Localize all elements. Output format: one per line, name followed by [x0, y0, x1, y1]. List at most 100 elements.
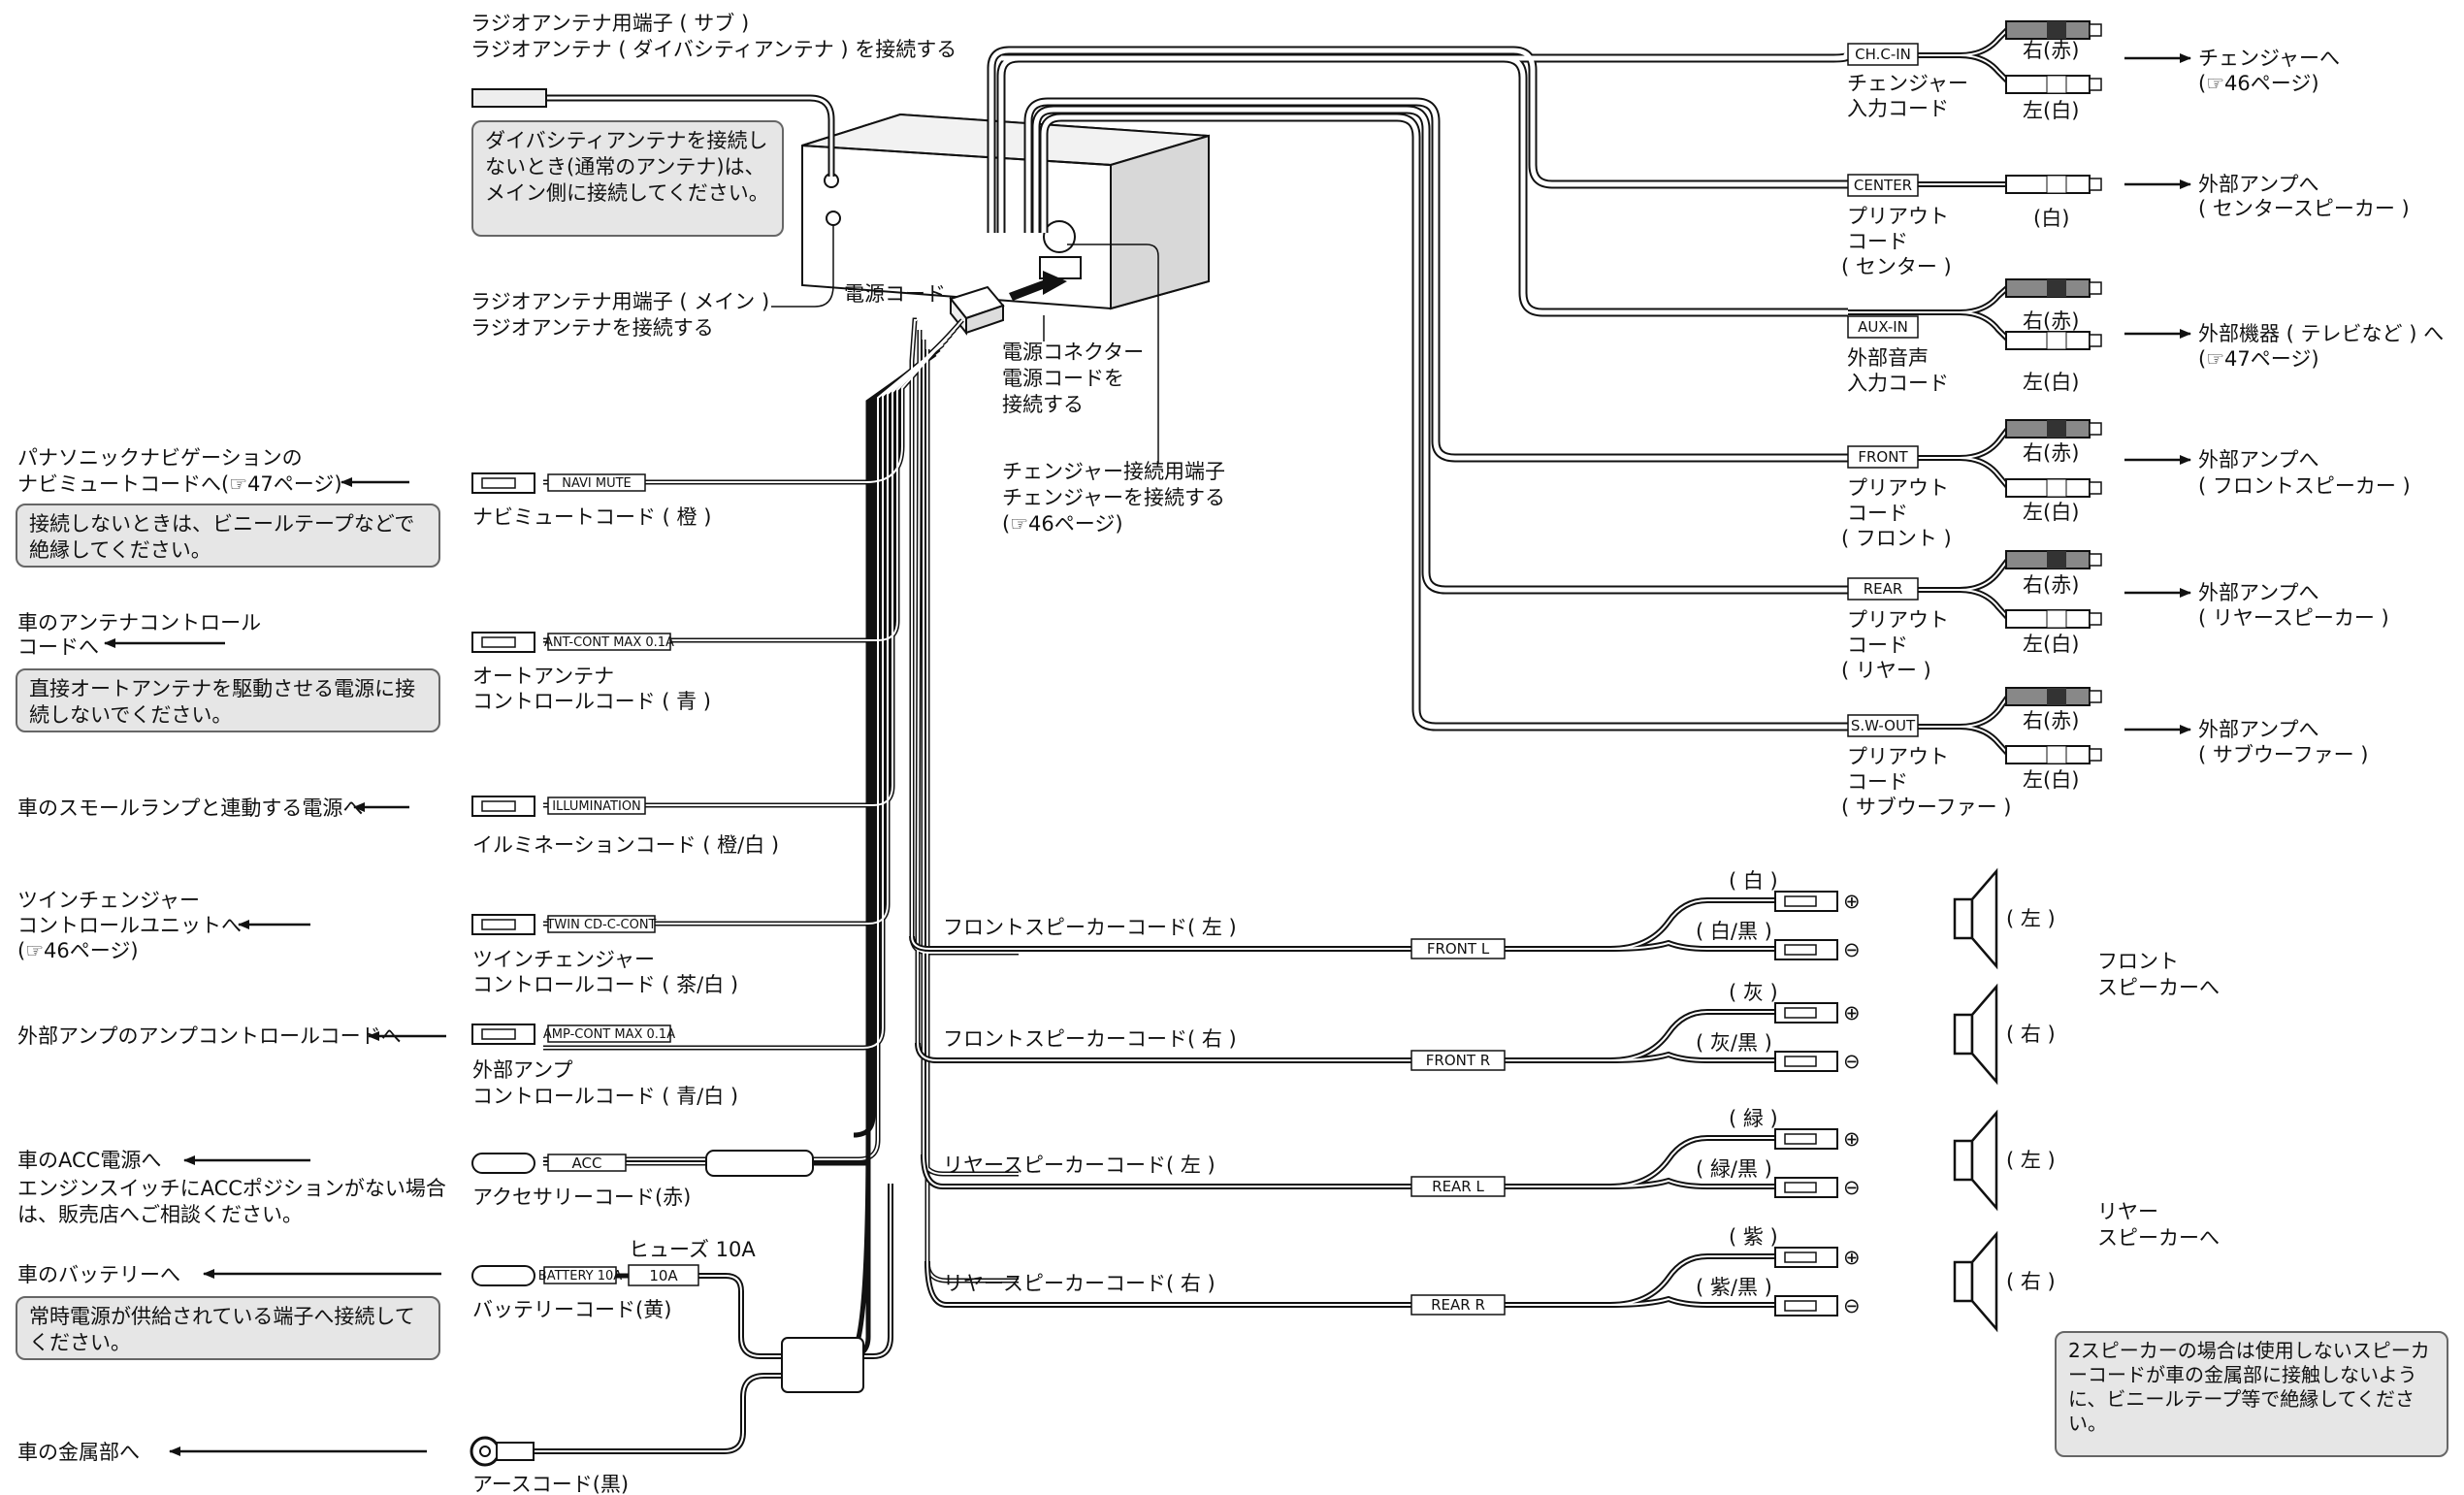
rear-dest-1: 外部アンプへ — [2198, 581, 2319, 604]
gnd-dest: 車の金属部へ — [17, 1441, 140, 1464]
speaker-terminal — [1774, 1128, 1838, 1150]
front-speaker-label-1: フロント — [2097, 950, 2179, 973]
illum-tag: ILLUMINATION — [552, 799, 641, 814]
front-dest-1: 外部アンプへ — [2198, 448, 2319, 471]
illum-connector — [471, 796, 646, 817]
two-speaker-note: 2スピーカーの場合は使用しないスピーカーコードが車の金属部に接触しないように、ビ… — [2055, 1331, 2448, 1457]
navi-cord-name: ナビミュートコード ( 橙 ) — [472, 505, 711, 529]
twin-cord-name-2: コントロールコード ( 茶/白 ) — [472, 973, 738, 996]
fl-tag: FRONT L — [1427, 940, 1490, 958]
amp-cord-name-2: コントロールコード ( 青/白 ) — [472, 1085, 738, 1108]
center-name-3: ( センター ) — [1841, 255, 1952, 278]
rr-tag: REAR R — [1431, 1296, 1485, 1314]
chc-name-1: チェンジャー — [1847, 72, 1968, 95]
sw-name-1: プリアウト — [1847, 745, 1949, 768]
minus-icon: ⊖ — [1843, 1176, 1861, 1199]
tag-rl — [1410, 1176, 1506, 1197]
changer-term-label-1: チェンジャー接続用端子 — [1002, 460, 1225, 483]
twin-tag: TWIN CD-C-CONT — [545, 918, 656, 932]
minus-icon: ⊖ — [1843, 1294, 1861, 1317]
rca-branches — [1848, 26, 2011, 757]
aux-name-2: 入力コード — [1847, 372, 1949, 395]
twin-dest-3: (☞46ページ) — [17, 939, 139, 962]
batt-tag: BATTERY 10A — [538, 1269, 622, 1284]
changer-terminal-leader — [1067, 244, 1159, 464]
sw-dest-2: ( サブウーファー ) — [2198, 743, 2368, 766]
front-dest-2: ( フロントスピーカー ) — [2198, 474, 2411, 498]
minus-icon: ⊖ — [1843, 1050, 1861, 1073]
diversity-note: ダイバシティアンテナを接続しないとき(通常のアンテナ)は、メイン側に接続してくだ… — [471, 120, 784, 237]
twin-dest-2: コントロールユニットへ — [17, 914, 242, 937]
tag-front — [1847, 445, 1919, 469]
rear-tag: REAR — [1864, 580, 1903, 598]
rca-plug — [2005, 687, 2102, 706]
tag-chc — [1847, 43, 1919, 66]
tag-center — [1847, 174, 1919, 197]
aux-tag: AUX-IN — [1858, 318, 1908, 336]
front-right: 右(赤) — [2023, 441, 2079, 465]
batt-dest: 車のバッテリーへ — [17, 1263, 180, 1286]
batt-note: 常時電源が供給されている端子へ接続してください。 — [16, 1296, 440, 1360]
tag-aux — [1847, 315, 1919, 339]
antc-cord-name-1: オートアンテナ — [472, 665, 614, 688]
speaker-terminal — [1774, 1051, 1838, 1072]
plus-icon: ⊕ — [1843, 1127, 1861, 1151]
fl-pos-color: ( 白 ) — [1729, 869, 1778, 893]
fl-side: ( 左 ) — [2006, 907, 2056, 930]
rca-plug — [2005, 550, 2102, 569]
speaker-cables — [909, 897, 1775, 1308]
fr-tag: FRONT R — [1426, 1052, 1490, 1069]
aux-left: 左(白) — [2023, 371, 2079, 394]
tag-fr — [1410, 1050, 1506, 1071]
sw-dest-1: 外部アンプへ — [2198, 718, 2319, 741]
tag-fl — [1410, 938, 1506, 959]
chc-name-2: 入力コード — [1847, 97, 1949, 120]
left-arrows — [104, 477, 446, 1456]
fuse-label: ヒューズ 10A — [629, 1238, 756, 1261]
amp-dest: 外部アンプのアンプコントロールコードへ — [17, 1024, 402, 1048]
rl-tag: REAR L — [1432, 1178, 1484, 1195]
power-cord-label: 電源コード — [844, 282, 946, 306]
rca-plug — [2005, 331, 2102, 350]
power-conn-label-3: 接続する — [1002, 393, 1084, 416]
sw-name-2: コード — [1847, 770, 1908, 794]
gnd-cord-name: アースコード(黒) — [472, 1473, 629, 1495]
front-name-2: コード — [1847, 502, 1908, 525]
sw-tag: S.W-OUT — [1851, 717, 1916, 734]
navi-dest-2: ナビミュートコードへ(☞47ページ) — [17, 472, 342, 496]
navi-note: 接続しないときは、ビニールテープなどで絶縁してください。 — [16, 504, 440, 568]
speaker-terminal — [1774, 891, 1838, 912]
ant-sub-title: ラジオアンテナ用端子 ( サブ ) — [470, 12, 749, 35]
center-name-1: プリアウト — [1847, 205, 1949, 228]
amp-cord-name-1: 外部アンプ — [472, 1058, 573, 1082]
chc-dest-2: (☞46ページ) — [2198, 72, 2319, 95]
rr-cord-name: リヤースピーカーコード( 右 ) — [943, 1272, 1216, 1295]
aux-name-1: 外部音声 — [1847, 346, 1929, 370]
aux-right: 右(赤) — [2023, 309, 2079, 333]
rca-plug — [2005, 419, 2102, 439]
tag-rr — [1410, 1294, 1506, 1316]
antenna-sub-lead — [471, 88, 835, 177]
antenna-main-leader — [771, 225, 834, 308]
right-arrows — [2124, 53, 2191, 734]
rr-neg-color: ( 紫/黒 ) — [1696, 1276, 1772, 1299]
illum-dest: 車のスモールランプと連動する電源へ — [17, 796, 363, 820]
ant-main-title: ラジオアンテナ用端子 ( メイン ) — [470, 290, 769, 313]
rear-name-2: コード — [1847, 634, 1908, 657]
speaker-icon — [1953, 867, 1998, 970]
fuse-tag: 10A — [649, 1267, 678, 1284]
speaker-terminal — [1774, 1295, 1838, 1316]
front-left: 左(白) — [2023, 501, 2079, 524]
front-name-1: プリアウト — [1847, 476, 1949, 500]
ant-sub-desc: ラジオアンテナ ( ダイバシティアンテナ ) を接続する — [470, 38, 956, 61]
twin-dest-1: ツインチェンジャー — [17, 889, 200, 912]
rear-speaker-label-1: リヤー — [2097, 1200, 2158, 1223]
speaker-icon — [1953, 983, 1998, 1086]
rca-plug — [2005, 75, 2102, 94]
rl-cord-name: リヤースピーカーコード( 左 ) — [943, 1154, 1216, 1177]
power-conn-label-1: 電源コネクター — [1002, 341, 1144, 364]
speaker-terminal — [1774, 939, 1838, 960]
rca-plug — [2005, 278, 2102, 298]
antc-connector — [471, 632, 671, 653]
center-white: (白) — [2033, 207, 2069, 230]
